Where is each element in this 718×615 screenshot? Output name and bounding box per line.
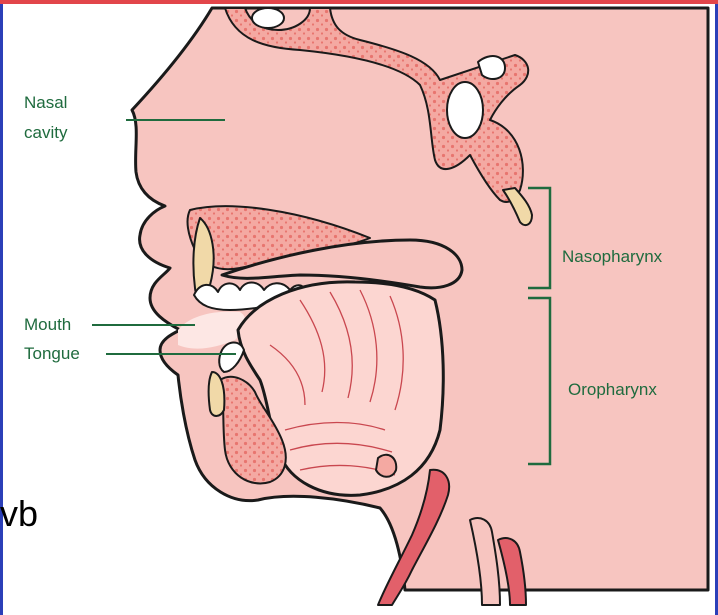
label-nasal-line2: cavity <box>24 123 68 142</box>
sinus-hole-lower <box>447 82 483 138</box>
label-mouth: Mouth <box>24 315 71 334</box>
label-nasal-line1: Nasal <box>24 93 67 112</box>
sinus-hole-right <box>478 56 505 79</box>
top-accent-bar <box>0 0 718 4</box>
label-oropharynx: Oropharynx <box>568 380 657 399</box>
sinus-hole-upper <box>252 8 284 28</box>
label-nasopharynx: Nasopharynx <box>562 247 663 266</box>
epiglottis <box>376 455 396 477</box>
corner-text: vb <box>0 496 38 532</box>
label-tongue: Tongue <box>24 344 80 363</box>
